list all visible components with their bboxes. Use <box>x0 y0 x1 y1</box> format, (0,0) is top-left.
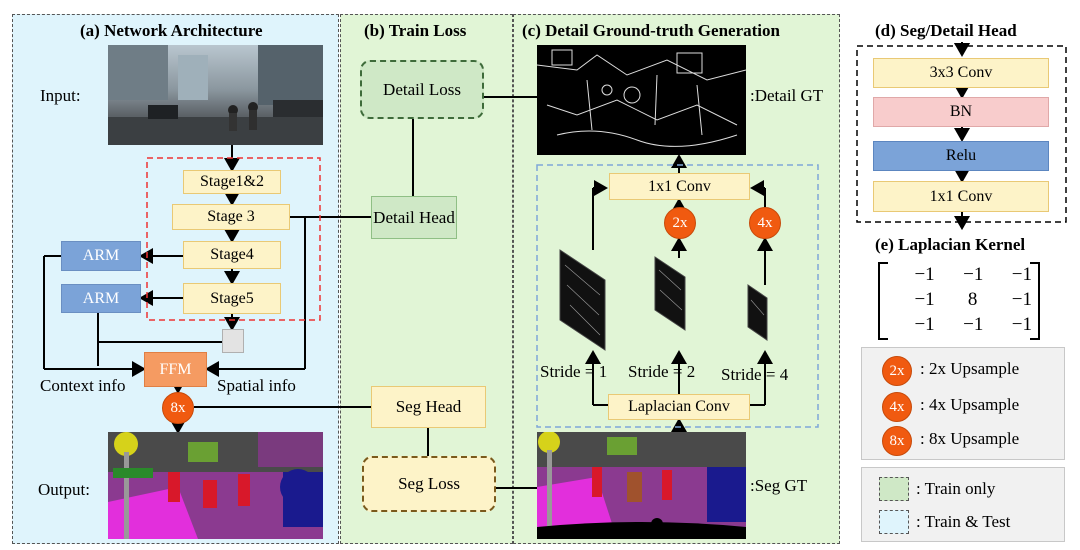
seg-gt-label: :Seg GT <box>750 476 808 495</box>
detail-gt-image <box>537 45 746 155</box>
kernel-cell: −1 <box>963 264 984 285</box>
stride1-label: Stride = 1 <box>540 362 608 381</box>
legend-train-only-swatch <box>879 477 909 501</box>
spatial-info-label: Spatial info <box>217 376 296 395</box>
seg-loss-box: Seg Loss <box>362 456 496 512</box>
stage5-box: Stage5 <box>183 283 281 314</box>
panel-b-title: (b) Train Loss <box>364 21 467 40</box>
legend-train-only-text: : Train only <box>916 479 996 498</box>
output-label: Output: <box>38 480 90 499</box>
arm-box-1: ARM <box>61 241 141 271</box>
detail-gt-label: :Detail GT <box>750 86 824 105</box>
upsample-8x-badge: 8x <box>162 392 194 424</box>
detail-head-box: Detail Head <box>371 196 457 239</box>
kernel-cell: −1 <box>1011 289 1032 310</box>
legend-2x-text: : 2x Upsample <box>920 359 1020 378</box>
legend-train-test-text: : Train & Test <box>916 512 1011 531</box>
ffm-box: FFM <box>144 352 207 387</box>
feature-maps <box>559 249 768 351</box>
stage3-box: Stage 3 <box>172 204 290 230</box>
seg-head-box: Seg Head <box>371 386 486 428</box>
legend-8x-badge: 8x <box>882 426 912 456</box>
seg-gt-image <box>537 432 746 539</box>
input-label: Input: <box>40 86 81 105</box>
laplacian-kernel-matrix: −1 −1 −1 −1 8 −1 −1 −1 −1 <box>878 262 1040 340</box>
legend-train-test-swatch <box>879 510 909 534</box>
panel-e-title: (e) Laplacian Kernel <box>875 235 1026 254</box>
kernel-cell: 8 <box>967 289 978 310</box>
kernel-cell: −1 <box>1011 314 1032 335</box>
output-seg-image <box>108 432 323 539</box>
panel-c-title: (c) Detail Ground-truth Generation <box>522 21 780 40</box>
head-conv3x3-box: 3x3 Conv <box>873 58 1049 88</box>
kernel-cell: −1 <box>1011 264 1032 285</box>
kernel-cell: −1 <box>963 314 984 335</box>
kernel-cell: −1 <box>914 314 935 335</box>
stride2-label: Stride = 2 <box>628 362 696 381</box>
legend-4x-text: : 4x Upsample <box>920 395 1020 414</box>
kernel-cell: −1 <box>914 289 935 310</box>
legend-8x-text: : 8x Upsample <box>920 429 1020 448</box>
laplacian-conv-box: Laplacian Conv <box>608 394 750 420</box>
conv1x1-box: 1x1 Conv <box>609 173 750 200</box>
legend-upsample: 2x : 2x Upsample 4x : 4x Upsample 8x : 8… <box>861 347 1065 460</box>
legend-training: : Train only : Train & Test <box>861 467 1065 542</box>
kernel-cell: −1 <box>914 264 935 285</box>
legend-2x-badge: 2x <box>882 356 912 386</box>
input-street-image <box>108 45 323 145</box>
head-conv1x1-box: 1x1 Conv <box>873 181 1049 212</box>
global-pool-box <box>222 329 244 353</box>
arm-box-2: ARM <box>61 284 141 313</box>
upsample-2x-badge: 2x <box>664 207 696 239</box>
panel-d-title: (d) Seg/Detail Head <box>875 21 1017 40</box>
head-bn-box: BN <box>873 97 1049 127</box>
head-relu-box: Relu <box>873 141 1049 171</box>
legend-4x-badge: 4x <box>882 392 912 422</box>
stage1-2-box: Stage1&2 <box>183 170 281 194</box>
detail-loss-box: Detail Loss <box>360 60 484 119</box>
context-info-label: Context info <box>40 376 126 395</box>
panel-a-title: (a) Network Architecture <box>80 21 263 40</box>
upsample-4x-badge: 4x <box>749 207 781 239</box>
stride4-label: Stride = 4 <box>721 365 789 384</box>
stage4-box: Stage4 <box>183 241 281 269</box>
